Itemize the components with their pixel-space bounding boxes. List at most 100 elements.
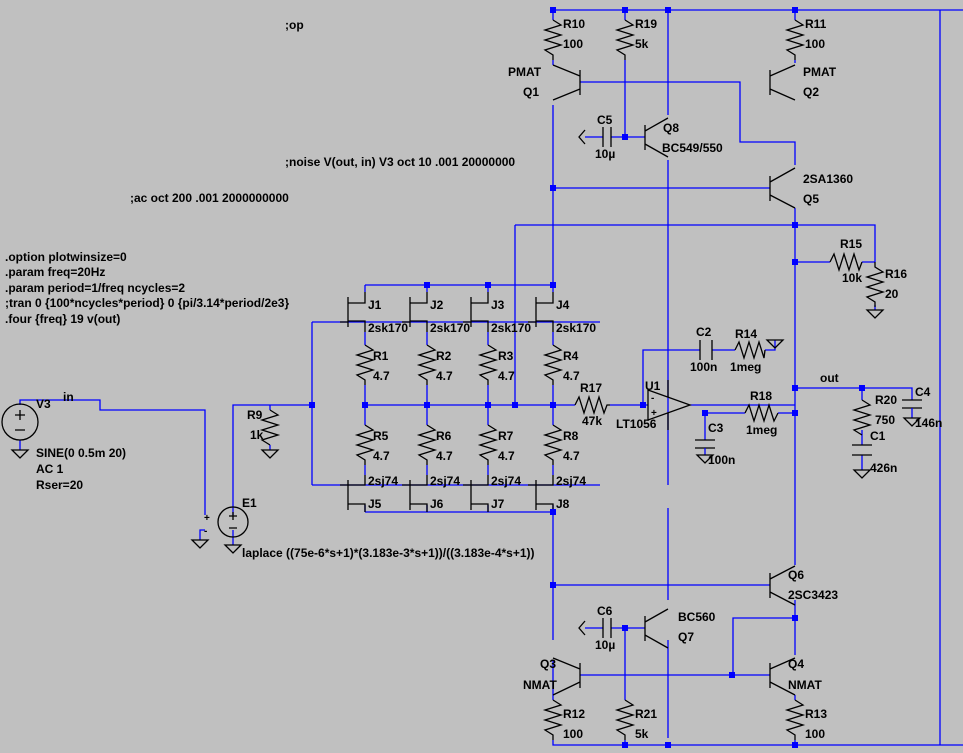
tran-directive[interactable]: ;tran 0 {100*ncycles*period} 0 {pi/3.14*…: [5, 296, 289, 310]
r17-value[interactable]: 47k: [582, 414, 602, 428]
param-period-directive[interactable]: .param period=1/freq ncycles=2: [5, 281, 185, 295]
r12-name[interactable]: R12: [563, 707, 585, 721]
option-directive[interactable]: .option plotwinsize=0: [5, 250, 127, 264]
r8-name[interactable]: R8: [563, 429, 579, 443]
c5-name[interactable]: C5: [597, 113, 613, 127]
r14-value[interactable]: 1meg: [730, 360, 761, 374]
v3-name[interactable]: V3: [36, 397, 51, 411]
r16-name[interactable]: R16: [885, 267, 907, 281]
j7-model[interactable]: 2sj74: [491, 474, 521, 488]
q5-model[interactable]: 2SA1360: [803, 172, 853, 186]
r13-value[interactable]: 100: [805, 727, 825, 741]
j4-model[interactable]: 2sk170: [556, 321, 596, 335]
c4-name[interactable]: C4: [915, 385, 931, 399]
c4-value[interactable]: 146n: [915, 416, 942, 430]
r18-value[interactable]: 1meg: [746, 423, 777, 437]
r6-value[interactable]: 4.7: [436, 449, 453, 463]
q1-name[interactable]: Q1: [523, 85, 539, 99]
q2-model[interactable]: PMAT: [803, 65, 837, 79]
r21-name[interactable]: R21: [635, 707, 657, 721]
r11-value[interactable]: 100: [805, 37, 825, 51]
j6-model[interactable]: 2sj74: [430, 474, 460, 488]
r2-name[interactable]: R2: [436, 349, 452, 363]
r6-name[interactable]: R6: [436, 429, 452, 443]
u1-name[interactable]: U1: [645, 379, 661, 393]
c2-name[interactable]: C2: [696, 325, 712, 339]
c6-value[interactable]: 10µ: [595, 638, 615, 652]
r18-name[interactable]: R18: [750, 389, 772, 403]
r14-name[interactable]: R14: [735, 327, 757, 341]
r8-value[interactable]: 4.7: [563, 449, 580, 463]
r5-name[interactable]: R5: [373, 429, 389, 443]
net-label-in[interactable]: in: [63, 390, 74, 404]
j4-name[interactable]: J4: [556, 298, 570, 312]
r9-value[interactable]: 1k: [250, 428, 264, 442]
r10-name[interactable]: R10: [563, 17, 585, 31]
v3-value[interactable]: SINE(0 0.5m 20): [36, 446, 126, 460]
q8-model[interactable]: BC549/550: [662, 141, 723, 155]
q4-model[interactable]: NMAT: [788, 678, 822, 692]
r20-name[interactable]: R20: [875, 393, 897, 407]
r7-value[interactable]: 4.7: [498, 449, 515, 463]
r10-value[interactable]: 100: [563, 37, 583, 51]
j1-name[interactable]: J1: [368, 298, 382, 312]
q7-name[interactable]: Q7: [678, 630, 694, 644]
r20-value[interactable]: 750: [875, 413, 895, 427]
c1-value[interactable]: 426n: [870, 461, 897, 475]
r19-value[interactable]: 5k: [635, 37, 649, 51]
net-label-out[interactable]: out: [820, 371, 839, 385]
r2-value[interactable]: 4.7: [436, 369, 453, 383]
j8-model[interactable]: 2sj74: [556, 474, 586, 488]
r19-name[interactable]: R19: [635, 17, 657, 31]
q5-name[interactable]: Q5: [803, 192, 819, 206]
q6-name[interactable]: Q6: [788, 568, 804, 582]
j7-name[interactable]: J7: [491, 497, 505, 511]
r16-value[interactable]: 20: [885, 287, 899, 301]
j2-name[interactable]: J2: [430, 298, 444, 312]
r1-value[interactable]: 4.7: [373, 369, 390, 383]
r15-name[interactable]: R15: [840, 237, 862, 251]
j5-name[interactable]: J5: [368, 497, 382, 511]
u1-model[interactable]: LT1056: [616, 417, 657, 431]
r4-value[interactable]: 4.7: [563, 369, 580, 383]
v3-ac[interactable]: AC 1: [36, 462, 64, 476]
r9-name[interactable]: R9: [247, 408, 263, 422]
q1-model[interactable]: PMAT: [508, 65, 542, 79]
j3-name[interactable]: J3: [491, 298, 505, 312]
r5-value[interactable]: 4.7: [373, 449, 390, 463]
op-directive[interactable]: ;op: [285, 18, 304, 32]
j2-model[interactable]: 2sk170: [430, 321, 470, 335]
r21-value[interactable]: 5k: [635, 727, 649, 741]
j1-model[interactable]: 2sk170: [368, 321, 408, 335]
v3-rser[interactable]: Rser=20: [36, 478, 83, 492]
c6-name[interactable]: C6: [597, 604, 613, 618]
ac-directive[interactable]: ;ac oct 200 .001 2000000000: [130, 191, 289, 205]
j5-model[interactable]: 2sj74: [368, 474, 398, 488]
r4-name[interactable]: R4: [563, 349, 579, 363]
r15-value[interactable]: 10k: [842, 271, 862, 285]
r11-name[interactable]: R11: [805, 17, 827, 31]
q2-name[interactable]: Q2: [803, 85, 819, 99]
c3-name[interactable]: C3: [708, 421, 724, 435]
r3-name[interactable]: R3: [498, 349, 514, 363]
e1-value[interactable]: laplace ((75e-6*s+1)*(3.183e-3*s+1))/((3…: [242, 546, 535, 560]
c1-name[interactable]: C1: [870, 429, 886, 443]
q6-model[interactable]: 2SC3423: [788, 588, 838, 602]
q7-model[interactable]: BC560: [678, 610, 716, 624]
r12-value[interactable]: 100: [563, 727, 583, 741]
q8-name[interactable]: Q8: [663, 121, 679, 135]
c5-value[interactable]: 10µ: [595, 147, 615, 161]
noise-directive[interactable]: ;noise V(out, in) V3 oct 10 .001 2000000…: [285, 155, 515, 169]
j8-name[interactable]: J8: [556, 497, 570, 511]
r17-name[interactable]: R17: [580, 381, 602, 395]
r3-value[interactable]: 4.7: [498, 369, 515, 383]
q3-model[interactable]: NMAT: [523, 678, 557, 692]
q3-name[interactable]: Q3: [540, 657, 556, 671]
q4-name[interactable]: Q4: [788, 657, 804, 671]
r13-name[interactable]: R13: [805, 707, 827, 721]
c2-value[interactable]: 100n: [690, 360, 717, 374]
four-directive[interactable]: .four {freq} 19 v(out): [5, 312, 120, 326]
param-freq-directive[interactable]: .param freq=20Hz: [5, 265, 105, 279]
j3-model[interactable]: 2sk170: [491, 321, 531, 335]
